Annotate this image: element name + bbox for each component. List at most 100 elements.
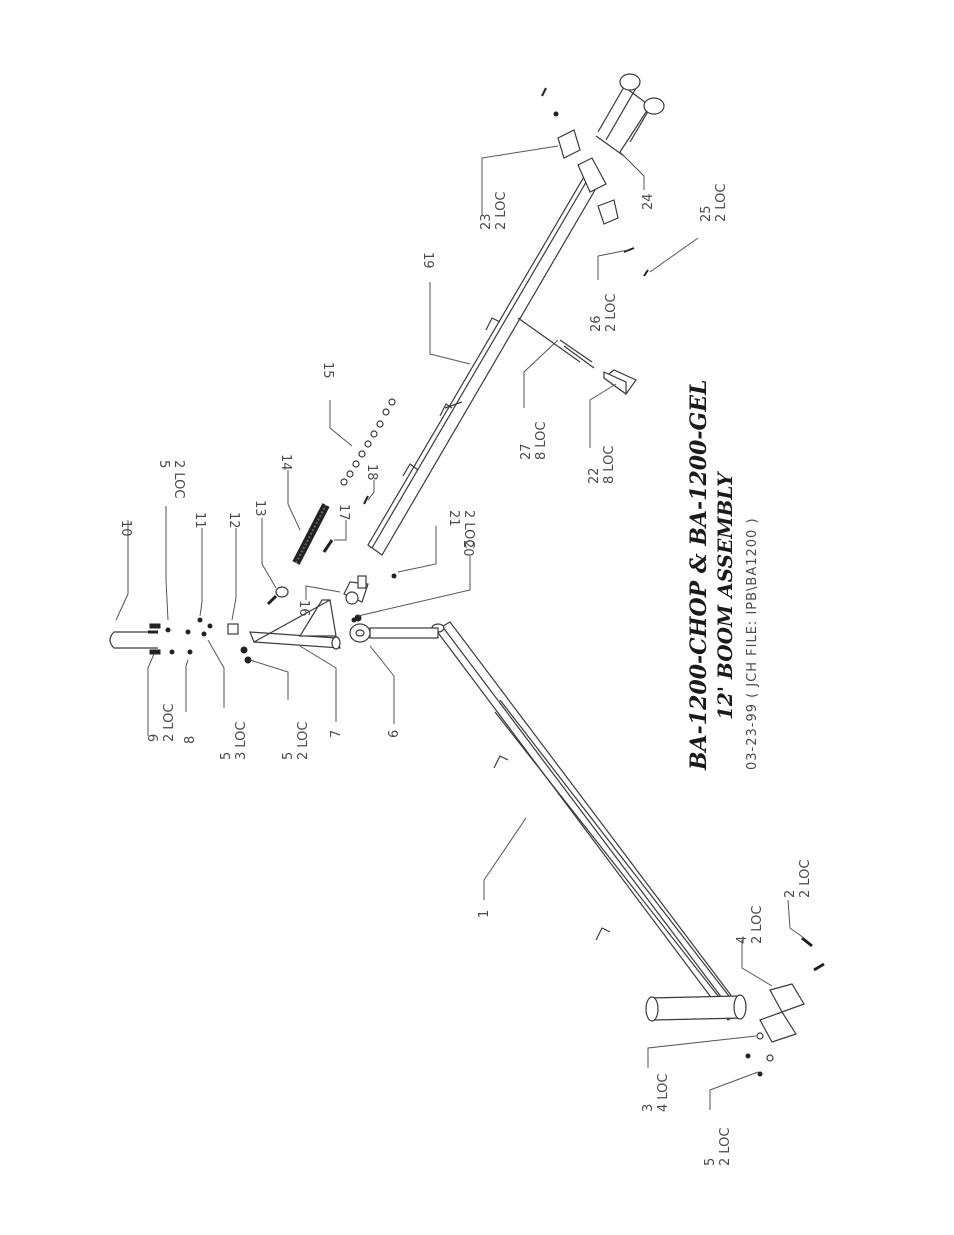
callout-11: 11 (192, 512, 207, 529)
svg-text:15: 15 (320, 362, 335, 379)
title-line-3: 03-23-99 ( JCH FILE: IPB\BA1200 ) (745, 517, 760, 770)
svg-text:26: 26 (589, 315, 604, 332)
callout-22: 22 8 LOC (587, 446, 617, 485)
svg-text:13: 13 (252, 500, 267, 517)
svg-text:16: 16 (296, 600, 311, 617)
bolt-25 (643, 269, 649, 277)
svg-text:2 LOC: 2 LOC (718, 1128, 733, 1167)
svg-text:1: 1 (477, 910, 492, 918)
eye-bolt-13 (266, 586, 289, 606)
pivot-pin-6 (349, 614, 439, 643)
svg-text:5: 5 (281, 752, 296, 760)
bolt-18 (363, 495, 369, 505)
boom-tube-1 (431, 621, 747, 1022)
boom-tube-19 (367, 157, 607, 556)
callout-25: 25 2 LOC (699, 184, 729, 223)
svg-text:8 LOC: 8 LOC (602, 446, 617, 485)
svg-text:22: 22 (587, 467, 602, 484)
washer-20 (351, 617, 357, 623)
clamp-4 (759, 983, 805, 1043)
svg-text:19: 19 (420, 252, 435, 269)
rod-27 (559, 339, 595, 369)
u-bolt-10 (109, 630, 158, 649)
svg-text:2 LOC: 2 LOC (461, 510, 476, 549)
svg-text:21: 21 (446, 510, 461, 527)
svg-text:2 LOC: 2 LOC (494, 192, 509, 231)
svg-text:12: 12 (226, 512, 241, 529)
callout-13: 13 (252, 500, 267, 517)
end-frame-24 (595, 73, 665, 157)
chain-15 (340, 398, 396, 486)
callout-12: 12 (226, 512, 241, 529)
callout-5a: 5 2 LOC (156, 460, 186, 499)
callout-14: 14 (278, 454, 293, 471)
callout-26: 26 2 LOC (589, 294, 619, 333)
svg-text:7: 7 (329, 730, 344, 738)
callout-18: 18 (364, 464, 379, 481)
svg-text:4: 4 (735, 936, 750, 944)
title-block: BA-1200-CHOP & BA-1200-GEL 12' BOOM ASSE… (686, 379, 760, 771)
callout-6: 6 (387, 730, 402, 738)
callout-8: 8 (183, 736, 198, 744)
callout-10: 10 (118, 520, 133, 537)
svg-text:17: 17 (336, 504, 351, 521)
svg-text:2 LOC: 2 LOC (714, 184, 729, 223)
callout-21: 21 2 LOC (446, 510, 476, 549)
svg-text:5: 5 (703, 1158, 718, 1166)
svg-text:2 LOC: 2 LOC (296, 722, 311, 761)
callout-20: 20 (460, 540, 475, 557)
callout-labels: 10 5 2 LOC 11 12 13 14 15 18 17 16 (118, 184, 813, 1167)
svg-text:2 LOC: 2 LOC (798, 860, 813, 899)
bolt-top (541, 87, 559, 117)
svg-text:2 LOC: 2 LOC (750, 906, 765, 945)
bolt-21 (391, 573, 397, 579)
callout-19: 19 (420, 252, 435, 269)
post-7 (249, 599, 341, 650)
callout-15: 15 (320, 362, 335, 379)
callout-5d: 5 2 LOC (703, 1128, 733, 1167)
callout-27: 27 8 LOC (519, 422, 549, 461)
leader-lines (115, 145, 805, 1110)
callout-5b: 5 3 LOC (219, 722, 249, 761)
callout-7: 7 (329, 730, 344, 738)
callout-17: 17 (336, 504, 351, 521)
svg-text:5: 5 (156, 460, 171, 468)
hardware-cluster (149, 617, 252, 664)
svg-text:2 LOC: 2 LOC (604, 294, 619, 333)
spring-14 (292, 503, 330, 565)
svg-text:11: 11 (192, 512, 207, 529)
bolt-17 (322, 539, 334, 553)
svg-text:14: 14 (278, 454, 293, 471)
svg-text:2 LOC: 2 LOC (162, 704, 177, 743)
bolt-26 (623, 247, 635, 253)
callout-24: 24 (641, 193, 656, 210)
callout-16: 16 (296, 600, 311, 617)
bolt-2 (801, 936, 825, 972)
callout-5c: 5 2 LOC (281, 722, 311, 761)
svg-text:8: 8 (183, 736, 198, 744)
svg-text:8 LOC: 8 LOC (534, 422, 549, 461)
hinge-block-16 (343, 575, 369, 605)
callout-2: 2 2 LOC (783, 860, 813, 899)
svg-text:25: 25 (699, 205, 714, 222)
svg-text:27: 27 (519, 443, 534, 460)
svg-text:3 LOC: 3 LOC (234, 722, 249, 761)
hardware-3-5 (745, 1032, 774, 1077)
title-line-2: 12' BOOM ASSEMBLY (713, 471, 737, 720)
callout-23: 23 2 LOC (479, 192, 509, 231)
svg-text:2 LOC: 2 LOC (171, 460, 186, 499)
svg-text:23: 23 (479, 213, 494, 230)
svg-text:6: 6 (387, 730, 402, 738)
svg-text:24: 24 (641, 193, 656, 210)
callout-3: 3 4 LOC (641, 1074, 671, 1113)
svg-text:4 LOC: 4 LOC (656, 1074, 671, 1113)
block-22 (603, 369, 637, 396)
title-line-1: BA-1200-CHOP & BA-1200-GEL (686, 379, 712, 771)
svg-text:3: 3 (641, 1104, 656, 1112)
svg-text:20: 20 (460, 540, 475, 557)
svg-text:18: 18 (364, 464, 379, 481)
svg-text:10: 10 (118, 520, 133, 537)
callout-9: 9 2 LOC (147, 704, 177, 743)
callout-4: 4 2 LOC (735, 906, 765, 945)
